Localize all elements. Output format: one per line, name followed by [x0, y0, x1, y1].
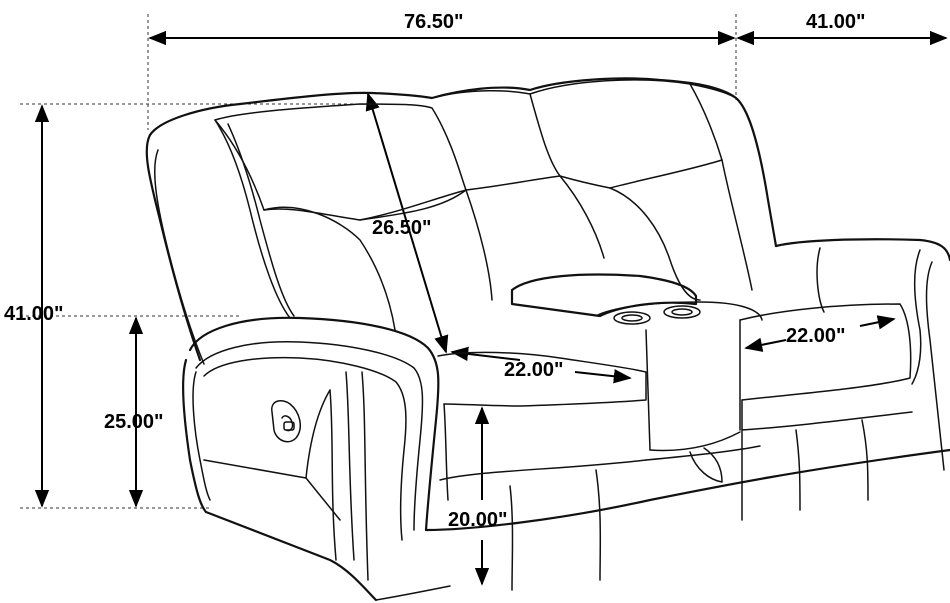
cup-holder-icon	[613, 305, 701, 325]
arm-height-label: 25.00"	[104, 411, 164, 433]
loveseat-drawing	[145, 77, 950, 602]
extension-lines	[20, 14, 737, 509]
seat-height-label: 20.00"	[448, 509, 508, 531]
left-arm-outline	[145, 133, 202, 362]
dimension-lines	[34, 30, 948, 586]
seat-depth-right-label: 22.00"	[786, 325, 846, 347]
seat-depth-right-dimension-line	[744, 337, 787, 352]
back-height-label: 26.50"	[372, 217, 432, 239]
dimension-labels: 76.50" 41.00" 41.00" 25.00" 26.50" 22.00…	[4, 11, 866, 531]
middle-back-cushion	[431, 90, 561, 191]
right-arm-outline	[774, 238, 950, 262]
depth-label: 41.00"	[806, 11, 866, 33]
lever-icon	[271, 399, 302, 443]
front-base	[424, 448, 950, 532]
right-back-cushion	[529, 79, 723, 189]
seat-depth-left-label: 22.00"	[504, 359, 564, 381]
height-label: 41.00"	[4, 303, 64, 325]
center-console	[510, 273, 698, 318]
left-side-panel	[181, 358, 378, 602]
back-height-dimension-line	[365, 92, 449, 354]
left-arm-front	[188, 316, 440, 532]
left-seat-cushion	[437, 351, 647, 407]
right-seat-cushion	[739, 303, 912, 401]
width-label: 76.50"	[404, 11, 464, 33]
left-back-cushion	[214, 103, 467, 221]
